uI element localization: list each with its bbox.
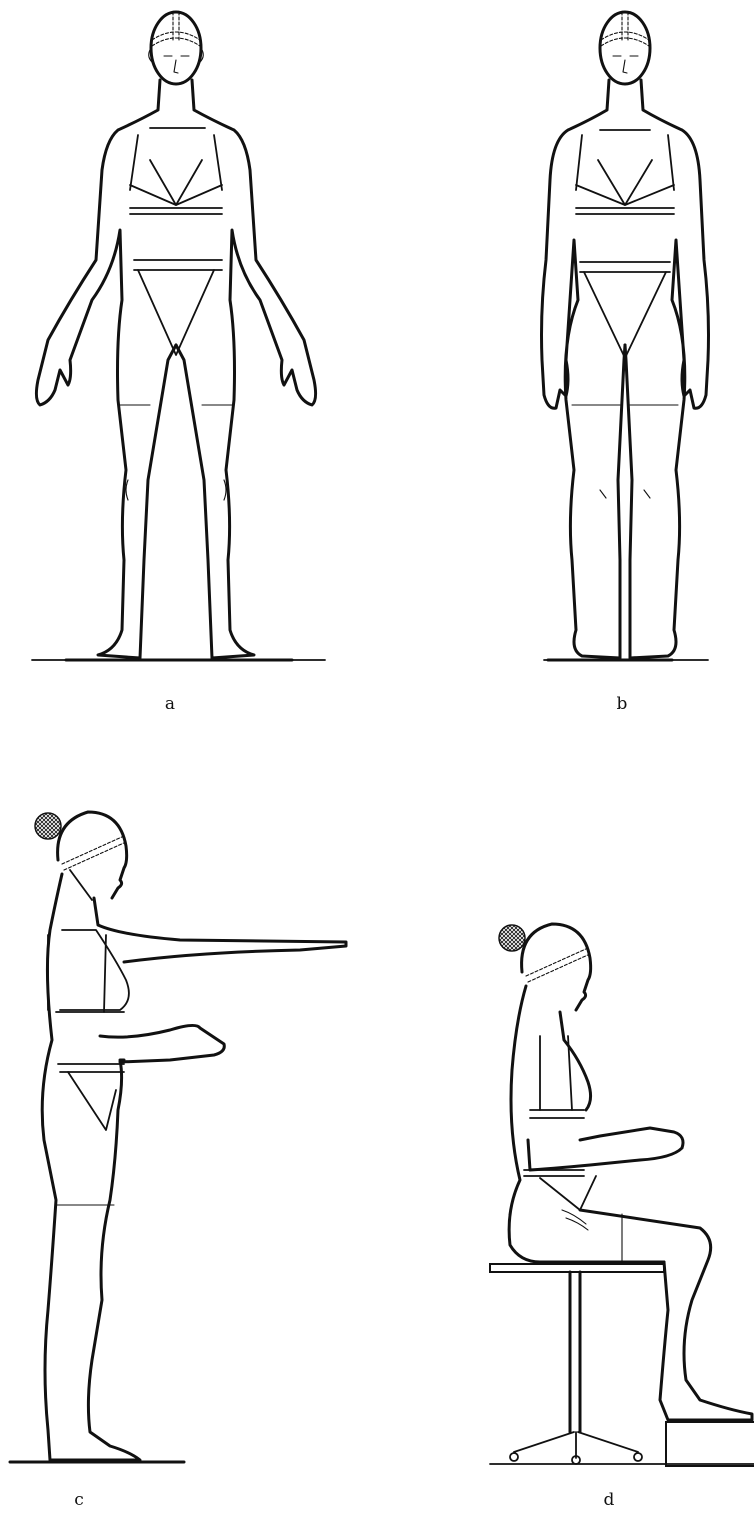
panel-d-hair-bun — [499, 925, 525, 951]
panel-d-footrest — [666, 1422, 754, 1466]
panel-d-stool-seat — [490, 1264, 664, 1272]
panel-c-hair-bun — [35, 813, 61, 839]
panel-d-label: d — [604, 1490, 615, 1510]
panel-a-label: a — [165, 694, 175, 714]
panel-c-figure — [10, 812, 346, 1462]
panel-a-figure — [32, 12, 325, 660]
panel-d-figure — [490, 924, 754, 1466]
panel-b-label: b — [617, 694, 628, 714]
panel-b-figure — [542, 12, 709, 660]
panel-c-label: c — [74, 1490, 84, 1510]
